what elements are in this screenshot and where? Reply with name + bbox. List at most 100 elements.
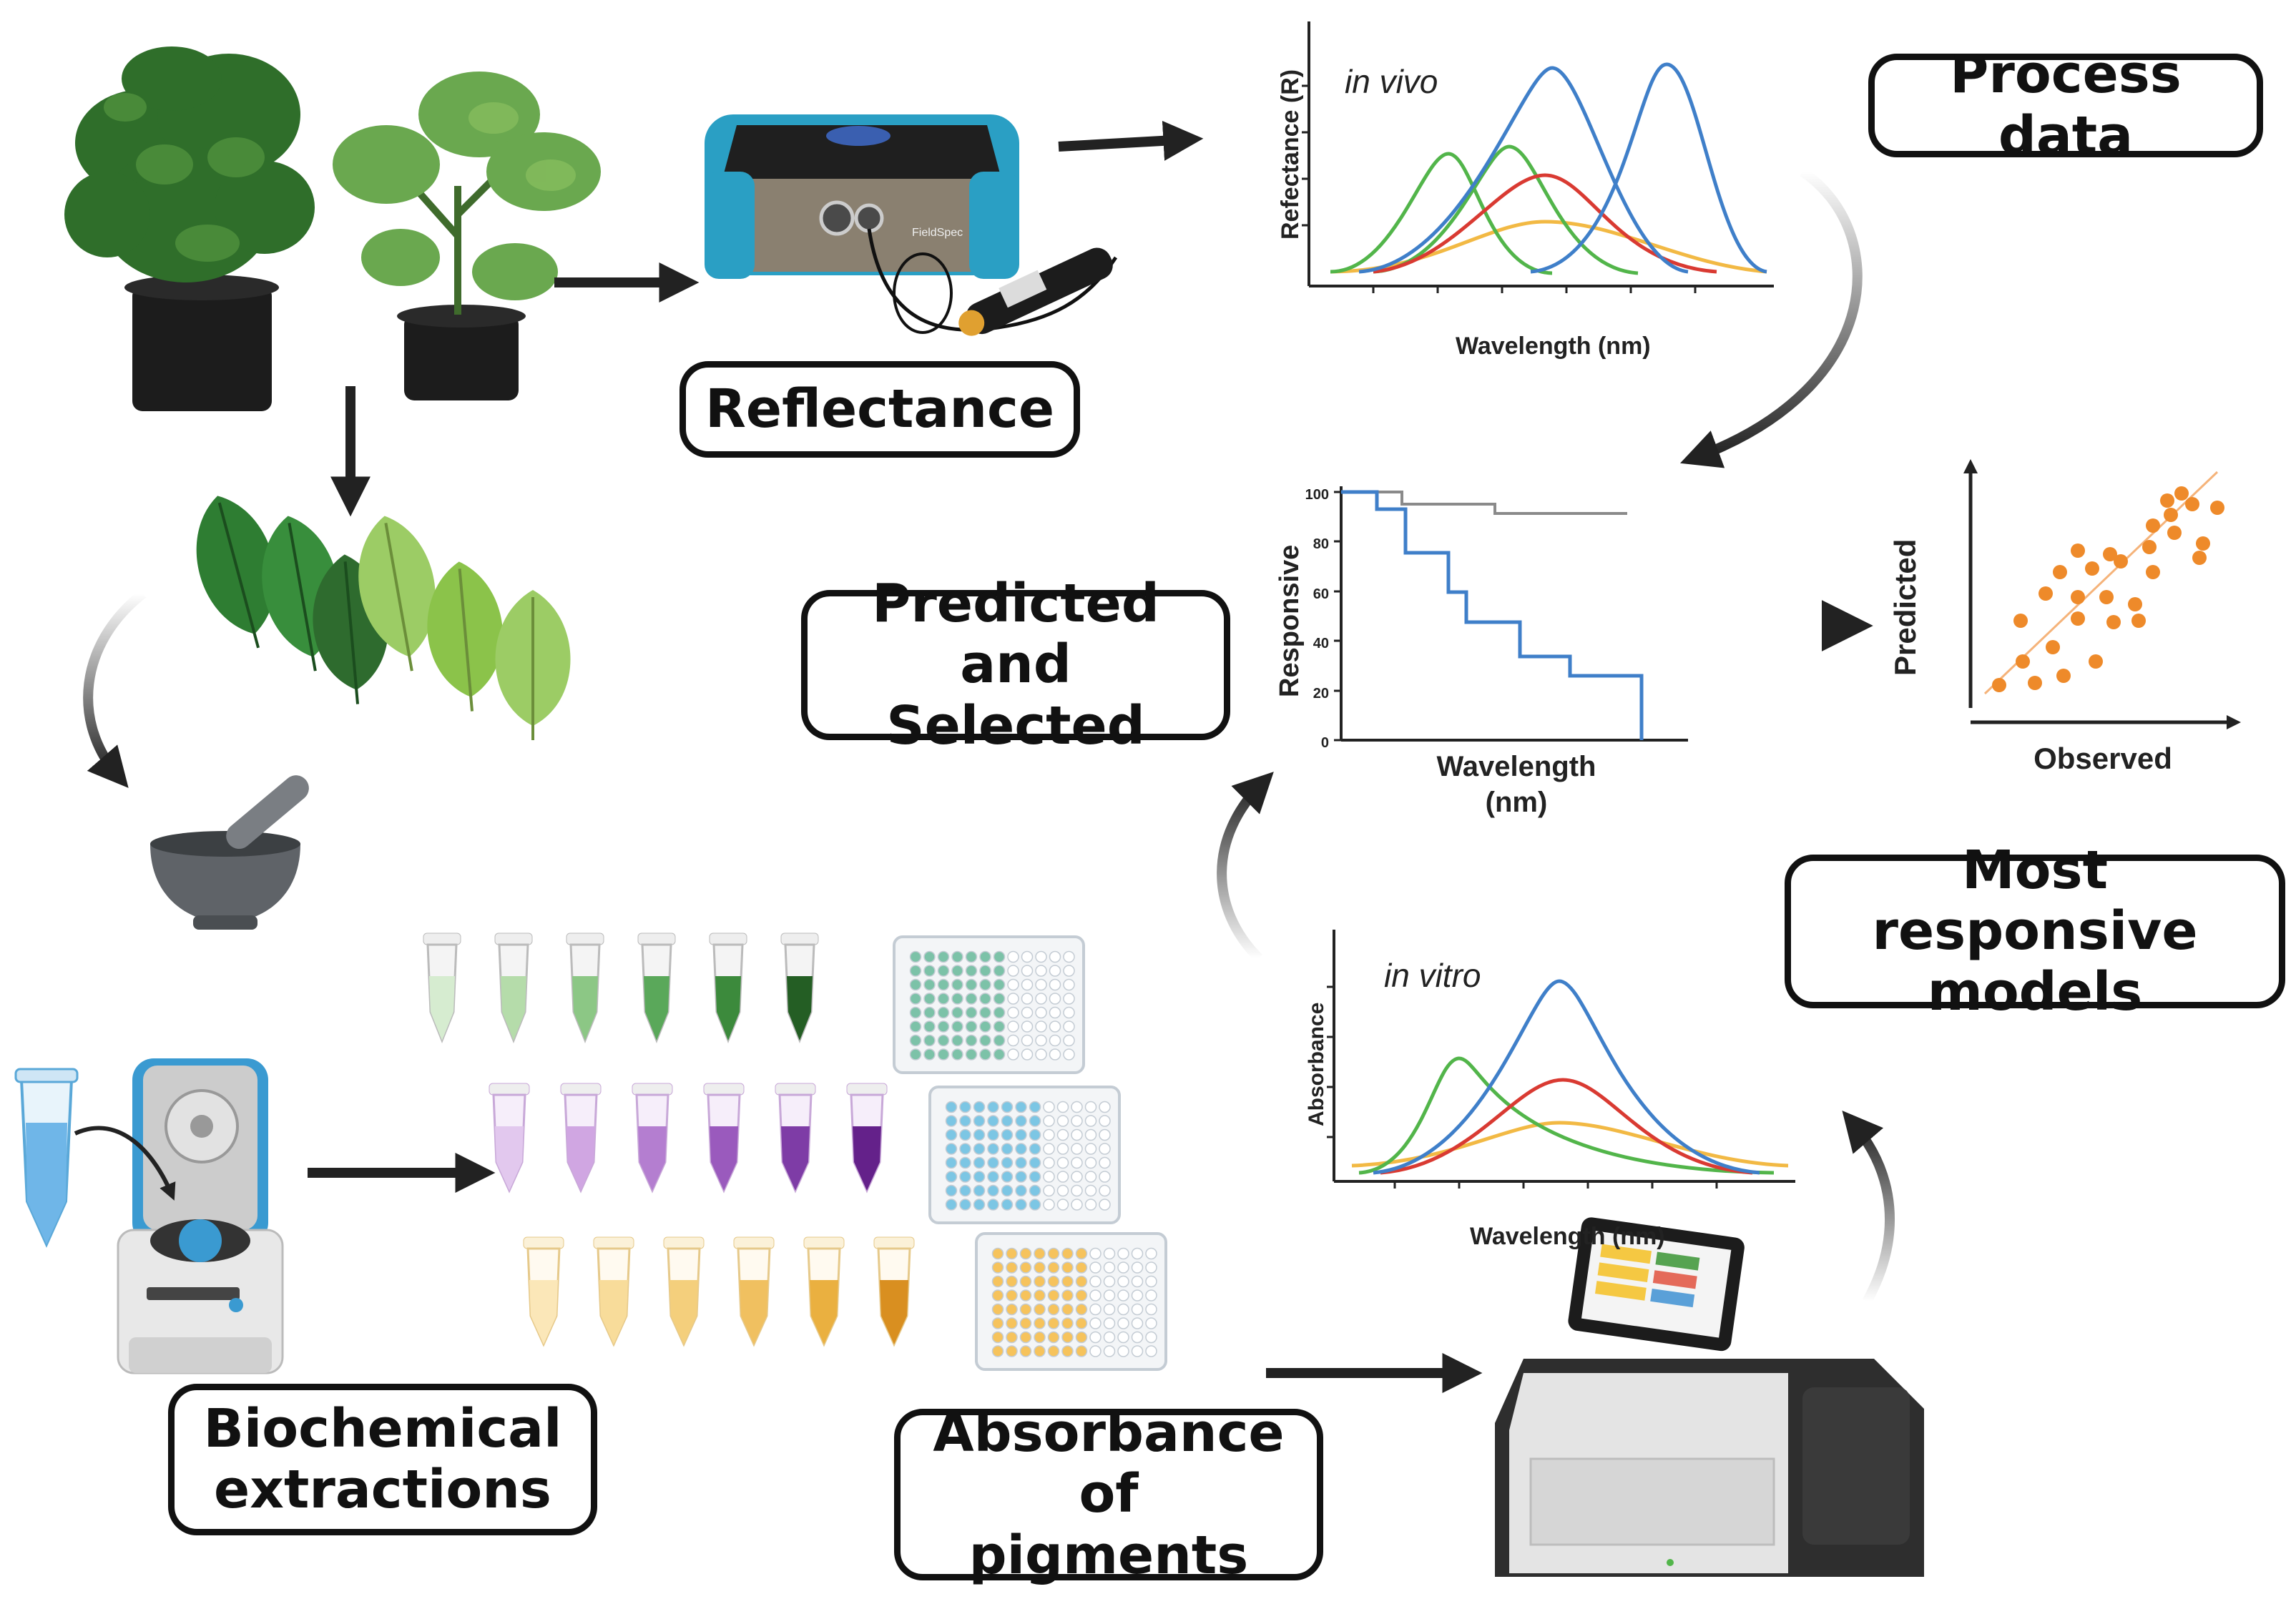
plate-well — [1131, 1261, 1144, 1274]
responsive-line-gray — [1341, 491, 1627, 515]
plate-well — [1015, 1156, 1027, 1169]
plate-well — [937, 1020, 950, 1033]
plate-well — [979, 1020, 991, 1033]
plate-well — [1056, 1101, 1069, 1113]
scatter-point — [1992, 678, 2006, 692]
plate-well — [991, 1275, 1004, 1288]
plate-well — [1029, 1143, 1041, 1155]
absorbance-chart: in vitro Absorbance Wavelength (nm) — [1305, 930, 1795, 1250]
plate-well — [1007, 1020, 1019, 1033]
scatter-point — [2053, 565, 2067, 579]
plate-well — [1103, 1303, 1116, 1316]
plate-well — [987, 1156, 999, 1169]
plate-well — [951, 993, 963, 1005]
plate-well — [1021, 1006, 1034, 1019]
plate-well — [1049, 1020, 1061, 1033]
plate-well — [1056, 1128, 1069, 1141]
plate-well — [993, 950, 1006, 963]
plate-well — [1084, 1128, 1097, 1141]
plate-well — [1021, 978, 1034, 991]
plate-well — [1001, 1115, 1014, 1127]
plate-well — [993, 993, 1006, 1005]
plate-well — [945, 1115, 958, 1127]
plate-well — [1035, 1006, 1047, 1019]
plate-well — [1015, 1171, 1027, 1183]
scatter-point — [2046, 640, 2060, 654]
scatter-point — [2039, 586, 2053, 601]
plate-well — [1145, 1345, 1157, 1357]
plate-well — [1034, 1303, 1046, 1316]
plate-well — [1075, 1331, 1088, 1344]
mortar-illustration — [150, 775, 309, 930]
absorbance-label-text: Absorbance of pigments — [933, 1402, 1285, 1586]
plate-well — [973, 1184, 986, 1197]
process-data-label-text: Process data — [1950, 44, 2182, 167]
responsive-xlabel-1: Wavelength — [1437, 751, 1596, 782]
plate-well — [909, 1048, 922, 1061]
plate-well — [979, 1006, 991, 1019]
plate-well — [1061, 1317, 1074, 1329]
plate-well — [1099, 1156, 1111, 1169]
plate-well — [945, 1101, 958, 1113]
plate-well — [1071, 1128, 1083, 1141]
scatter-point — [2146, 565, 2160, 579]
plate-well — [987, 1101, 999, 1113]
plate-well — [1019, 1345, 1032, 1357]
plate-well — [1131, 1247, 1144, 1260]
plate-well — [1131, 1317, 1144, 1329]
plate-well — [923, 1034, 936, 1047]
reflectance-curve-yellow — [1330, 220, 1767, 274]
plate-well — [1035, 1020, 1047, 1033]
plate-well — [937, 965, 950, 977]
plate-well — [1007, 1034, 1019, 1047]
plate-well — [1035, 1034, 1047, 1047]
scatter-point — [2192, 551, 2207, 565]
plate-well — [1063, 950, 1075, 963]
scatter-point — [2071, 611, 2085, 626]
plate-well — [993, 965, 1006, 977]
plate-well — [1021, 1020, 1034, 1033]
plate-well — [1043, 1115, 1055, 1127]
plate-well — [1145, 1303, 1157, 1316]
plate-well — [1034, 1317, 1046, 1329]
arrow-leaves-to-mortar — [83, 589, 147, 788]
plate-well — [1131, 1289, 1144, 1302]
plate-well — [1019, 1317, 1032, 1329]
plate-well — [979, 1048, 991, 1061]
plate-well — [965, 1020, 978, 1033]
plate-well — [1071, 1115, 1083, 1127]
plate-well — [991, 1247, 1004, 1260]
plate-well — [1006, 1289, 1018, 1302]
plate-well — [1015, 1143, 1027, 1155]
plate-well — [1084, 1156, 1097, 1169]
plate-well — [937, 978, 950, 991]
label-process-data: Process data — [1868, 44, 2263, 166]
plate-well — [1063, 965, 1075, 977]
well-plate-yellow — [975, 1232, 1167, 1371]
plate-well — [965, 993, 978, 1005]
plate-well — [1029, 1171, 1041, 1183]
plate-well — [909, 965, 922, 977]
plate-well — [1117, 1275, 1129, 1288]
plate-well — [1006, 1345, 1018, 1357]
reflectance-annotation: in vivo — [1345, 63, 1438, 100]
spectrometer-device: FieldSpec — [705, 114, 1118, 336]
plate-well — [923, 1020, 936, 1033]
plate-well — [1029, 1199, 1041, 1211]
plate-well — [1029, 1156, 1041, 1169]
scatter-ylabel: Predicted — [1888, 539, 1922, 676]
plate-well — [1084, 1115, 1097, 1127]
plate-well — [1035, 993, 1047, 1005]
plate-well — [1089, 1247, 1102, 1260]
plate-well — [937, 1034, 950, 1047]
plate-well — [1117, 1345, 1129, 1357]
plate-well — [1061, 1289, 1074, 1302]
plate-well — [945, 1143, 958, 1155]
plate-well — [987, 1199, 999, 1211]
plate-well — [909, 1034, 922, 1047]
plate-well — [1019, 1303, 1032, 1316]
plate-well — [987, 1115, 999, 1127]
plate-well — [1117, 1303, 1129, 1316]
plate-well — [937, 950, 950, 963]
